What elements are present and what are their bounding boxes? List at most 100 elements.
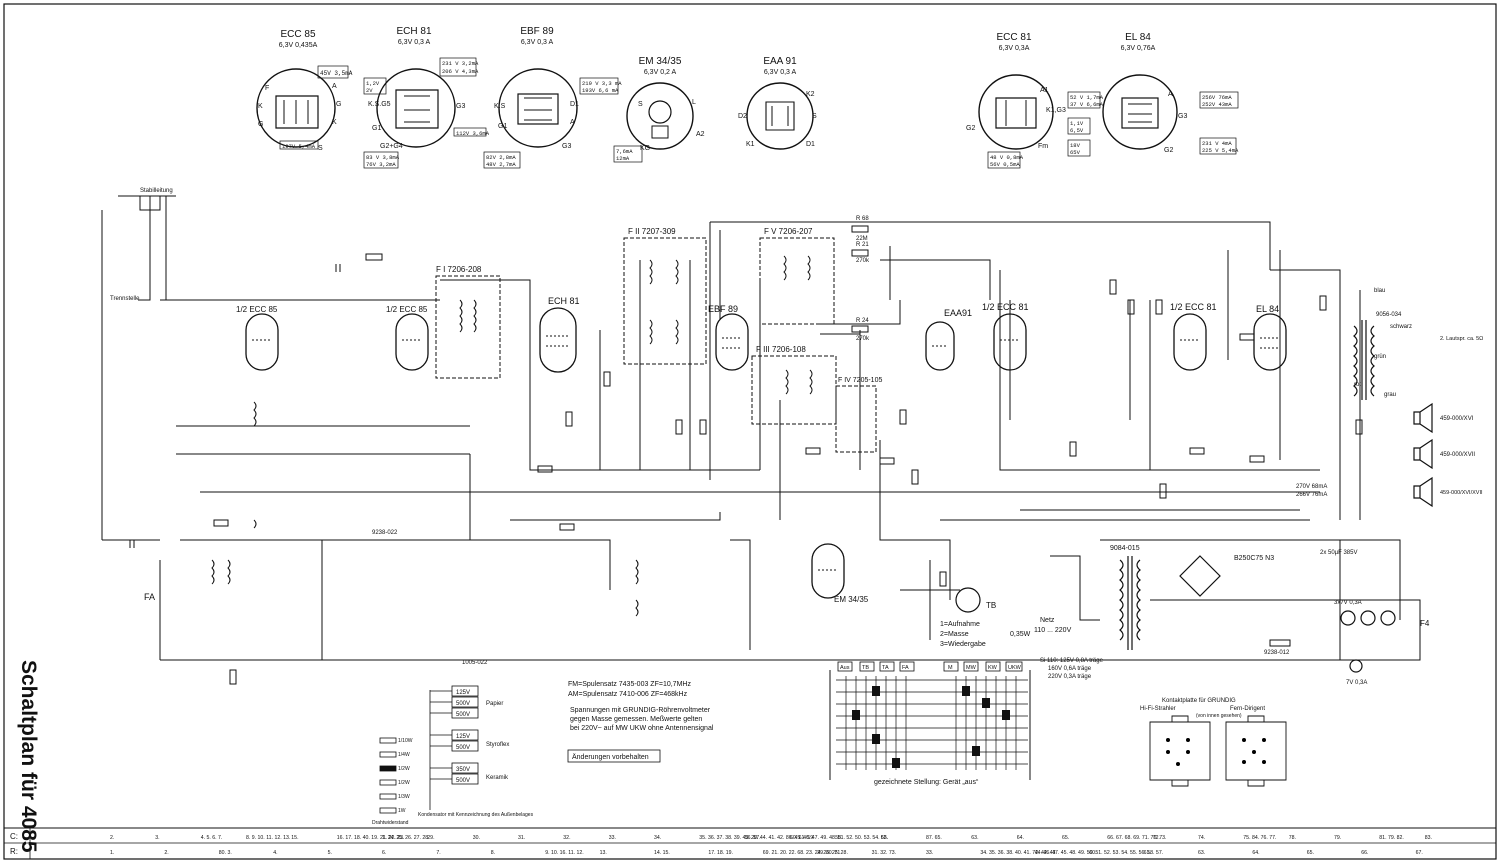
stage-ecc81-a: 1/2 ECC 81 (982, 302, 1029, 312)
row-entry: 64. (1252, 850, 1259, 856)
tube-ech81 (539, 307, 577, 373)
svg-text:1/2W: 1/2W (398, 780, 410, 786)
stage-el84: EL 84 (1256, 304, 1279, 314)
svg-text:G3: G3 (1178, 113, 1187, 120)
svg-text:gezeichnete Stellung: Gerät „a: gezeichnete Stellung: Gerät „aus“ (874, 779, 979, 786)
tube-ecc85-a (245, 313, 279, 371)
svg-text:S: S (318, 145, 323, 152)
row-c-label: C: (10, 832, 18, 841)
tube-electrodes (252, 335, 1280, 571)
row-entry: 60. 61. 59. (790, 835, 815, 841)
svg-text:1,2V: 1,2V (366, 80, 380, 87)
row-entry: 30. (473, 835, 480, 841)
row-entry: 83. (1425, 835, 1432, 841)
tube-spec: 6,3V 0,76A (1121, 45, 1156, 52)
hv-2: 266V 76mA (1296, 492, 1327, 498)
r68-label: R 68 (856, 216, 869, 222)
tube-ecc81-b (1173, 313, 1207, 371)
power-fuse-2: 220V 0,3A träge (1048, 674, 1092, 680)
svg-text:KW: KW (988, 665, 998, 671)
svg-text:76V 3,2mA: 76V 3,2mA (366, 161, 396, 168)
svg-text:52 V 1,7mA: 52 V 1,7mA (1070, 94, 1104, 101)
stage-ecc85-a: 1/2 ECC 85 (236, 305, 278, 314)
svg-text:TA: TA (882, 665, 889, 671)
pilot-lamp-label: 7V 0,3A (1346, 680, 1367, 686)
tube-pinout-ecc85: ECC 85 6,3V 0,435A 45V 3,5mA 197V 5,4mA … (256, 29, 353, 152)
pilot-ref: 9238-012 (1264, 650, 1290, 656)
tb-legend-3: 3=Wiedergabe (940, 641, 986, 648)
tube-type: ECC 81 (996, 32, 1031, 43)
row-entry: 2. (110, 835, 114, 841)
row-entry: 9. 10. 16. 11. 12. (545, 850, 584, 856)
svg-text:500V: 500V (456, 745, 470, 751)
row-entry: 65. (1307, 850, 1314, 856)
svg-text:A2: A2 (696, 131, 705, 138)
svg-text:225 V 5,4mA: 225 V 5,4mA (1202, 147, 1239, 154)
row-entry: 64. (1017, 835, 1024, 841)
tube-ebf89 (715, 313, 749, 371)
svg-text:A: A (1168, 91, 1173, 98)
row-entry: 79. (1334, 835, 1341, 841)
tube-el84 (1253, 313, 1287, 371)
measure-note-2: gegen Masse gemessen. Meßwerte gelten (570, 716, 702, 723)
page-title: Schaltplan für 4085 (17, 660, 40, 853)
row-entry: 15. (291, 835, 298, 841)
tube-pinout-ech81: ECH 81 6,3V 0,3 A 231 V 3,2mA 206 V 4,3m… (363, 26, 490, 169)
stage-em34: EM 34/35 (834, 595, 869, 604)
svg-text:F: F (265, 85, 269, 92)
tube-eaa91 (925, 321, 955, 371)
capacitor-legend: 125V 500V 500V 125V 500V 350V 500V Papie… (418, 685, 534, 818)
svg-text:A1: A1 (1040, 87, 1049, 94)
am-coil-note: AM=Spulensatz 7410-006 ZF=468kHz (568, 691, 688, 698)
svg-text:125V: 125V (456, 690, 470, 696)
svg-text:K1,G3: K1,G3 (1046, 107, 1066, 114)
row-entry: 1. (110, 850, 114, 856)
filter-box-f4 (835, 385, 877, 453)
svg-text:G2+G4: G2+G4 (380, 143, 403, 150)
row-entry: 62. (881, 835, 888, 841)
row-entry: 74. (1198, 835, 1205, 841)
svg-text:193V 6,6 mA: 193V 6,6 mA (582, 87, 619, 94)
tube-spec: 6,3V 0,435A (279, 42, 318, 49)
fm-coil-note: FM=Spulensatz 7435-003 ZF=10,7MHz (568, 681, 691, 688)
row-r-label: R: (10, 847, 18, 856)
svg-text:G1: G1 (498, 123, 507, 130)
svg-text:D1: D1 (570, 101, 579, 108)
wire-grau: grau (1384, 392, 1396, 398)
tube-spec: 6,3V 0,3 A (521, 39, 554, 46)
row-entry: 58. (835, 835, 842, 841)
svg-text:L: L (692, 99, 696, 106)
row-entry: 35. 36. 37. 38. 39. 43. 20. 44. 41. 42. … (699, 835, 888, 841)
filter-cap-label: 2x 50µF 385V (1320, 550, 1357, 556)
wire-blau: blau (1374, 288, 1385, 294)
trennstelle-label: Trennstelle (110, 296, 140, 302)
wiring (101, 195, 1421, 780)
r24-label: R 24 (856, 318, 869, 324)
mains-label: Netz (1040, 617, 1055, 624)
tb-socket (955, 587, 981, 613)
row-entry: 14. 15. (654, 850, 670, 856)
r21-label: R 21 (856, 242, 869, 248)
row-entry: 87. 65. (926, 835, 942, 841)
row-entry: 67. (1416, 850, 1423, 856)
filter-box-f5 (759, 237, 835, 325)
svg-text:KG: KG (640, 145, 650, 152)
svg-text:18V: 18V (1070, 142, 1081, 149)
row-entry: 56. 57. (745, 835, 761, 841)
fuse-label: 0,35W (1010, 631, 1031, 638)
stage-ebf89: EBF 89 (708, 304, 738, 314)
svg-text:G1: G1 (372, 125, 381, 132)
filter-label-f4: F IV 7205-105 (838, 377, 882, 384)
sheet-frame (3, 3, 1497, 860)
svg-text:7,6mA: 7,6mA (616, 148, 633, 155)
tube-type: EM 34/35 (639, 56, 682, 67)
row-entry: 61. (1144, 850, 1151, 856)
svg-text:TB: TB (862, 665, 869, 671)
stabl-label: Stabilleitung (140, 188, 173, 194)
changes-note: Änderungen vorbehalten (572, 753, 649, 761)
tube-ecc85-b (395, 313, 429, 371)
